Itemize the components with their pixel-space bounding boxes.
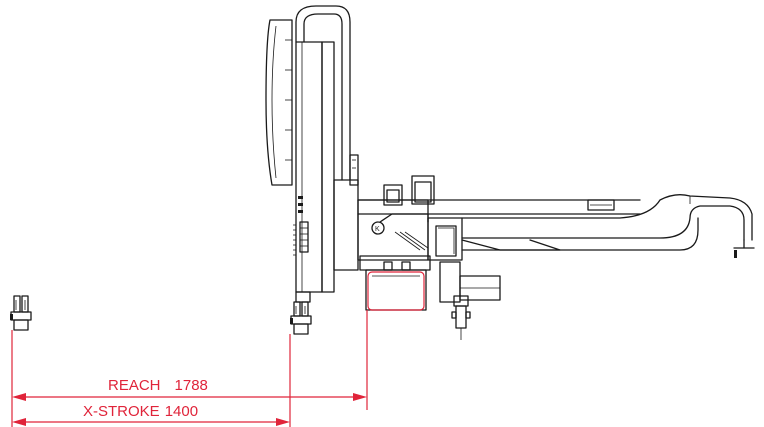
lower-motor-box — [365, 269, 427, 311]
gripper-near — [290, 301, 312, 335]
vertical-arm — [265, 5, 351, 303]
horizontal-beam — [357, 194, 755, 258]
extension-lines — [11, 310, 368, 427]
gripper-far-left — [10, 295, 32, 331]
carriage: K — [333, 154, 463, 271]
svg-text:K: K — [375, 226, 380, 233]
sub-arm — [439, 261, 501, 340]
